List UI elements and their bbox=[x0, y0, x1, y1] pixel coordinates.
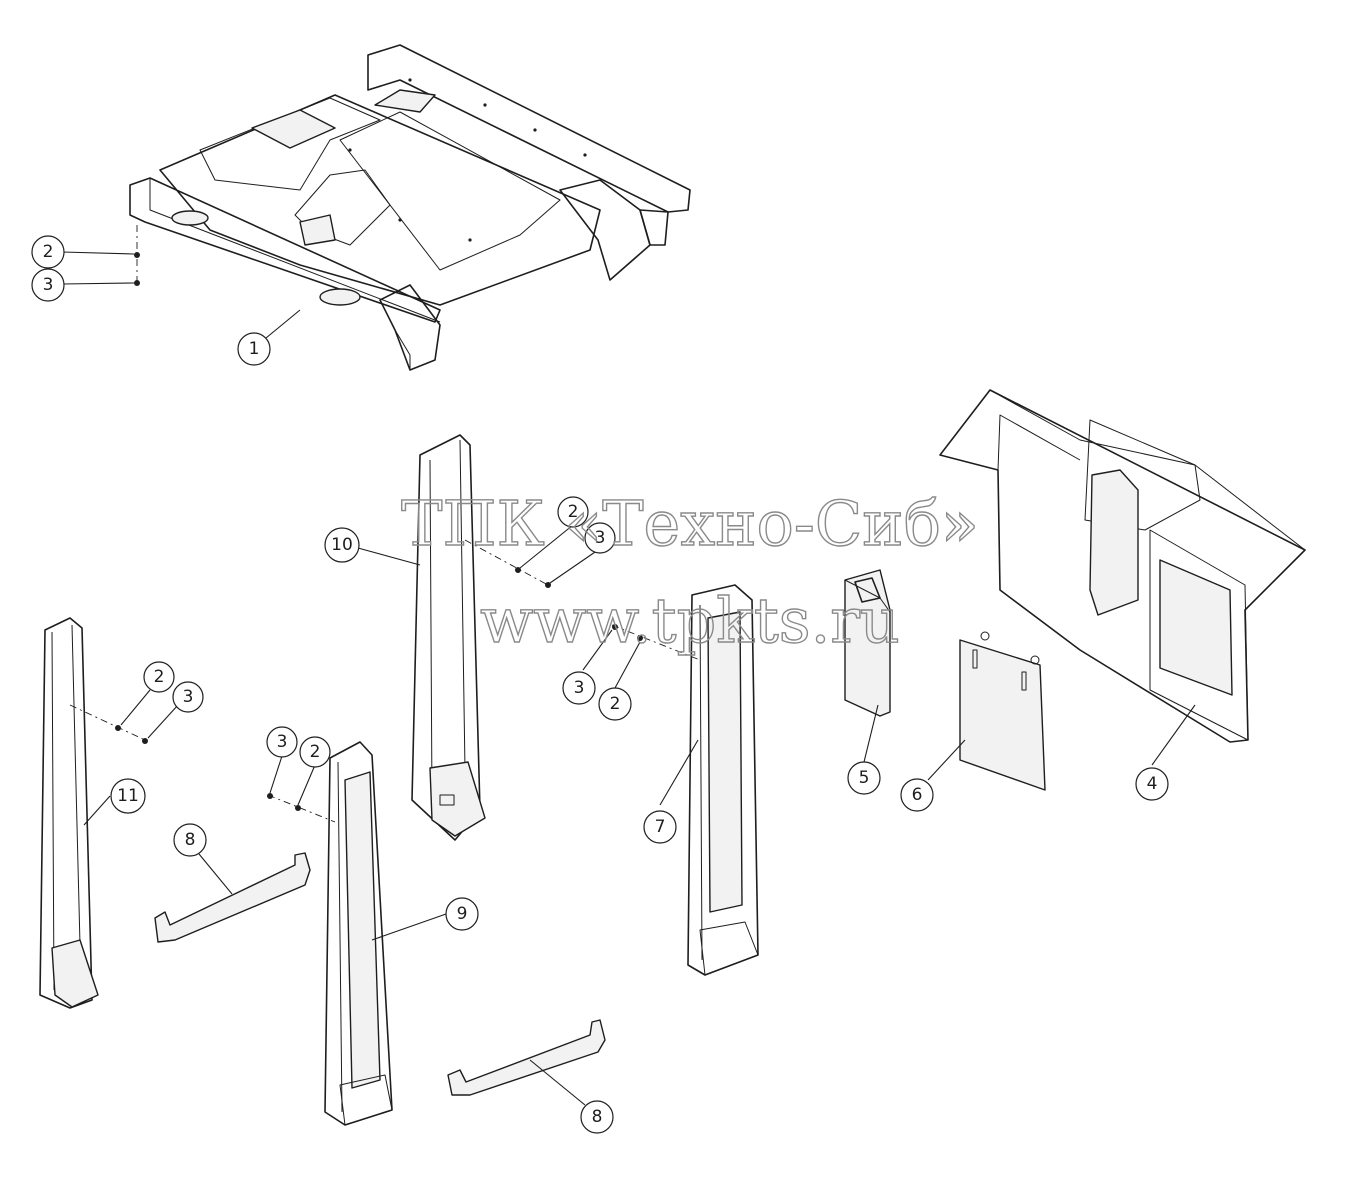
callout-2: 2 bbox=[31, 235, 65, 269]
callout-9: 9 bbox=[445, 897, 479, 931]
callout-10: 10 bbox=[324, 527, 360, 563]
svg-text:2: 2 bbox=[154, 667, 165, 687]
leader-4 bbox=[1151, 704, 1196, 766]
leader-5 bbox=[863, 704, 879, 763]
leader-1 bbox=[265, 309, 301, 339]
callout-2: 2 bbox=[143, 661, 175, 693]
fastener-group-e bbox=[267, 755, 336, 823]
callout-1: 1 bbox=[237, 332, 271, 366]
callout-3: 3 bbox=[172, 681, 204, 713]
svg-text:2: 2 bbox=[610, 694, 621, 714]
callout-6: 6 bbox=[900, 778, 934, 812]
fastener-group-c bbox=[582, 624, 701, 689]
leader-6 bbox=[927, 739, 966, 781]
part-7-pillar bbox=[687, 584, 759, 976]
watermark-company: ТПК «Техно-Сиб» bbox=[401, 487, 979, 560]
leader-11 bbox=[83, 795, 111, 826]
part-10-pillar bbox=[411, 434, 486, 841]
svg-text:8: 8 bbox=[185, 830, 196, 850]
callout-2: 2 bbox=[598, 687, 632, 721]
svg-text:3: 3 bbox=[183, 687, 194, 707]
svg-text:6: 6 bbox=[912, 785, 923, 805]
part-6-hatch-panel bbox=[959, 631, 1046, 791]
leader-9 bbox=[371, 913, 447, 941]
callout-5: 5 bbox=[847, 761, 881, 795]
svg-text:5: 5 bbox=[859, 768, 870, 788]
svg-text:2: 2 bbox=[310, 742, 321, 762]
fastener-group-d bbox=[69, 689, 179, 744]
callout-8: 8 bbox=[580, 1100, 614, 1134]
svg-text:2: 2 bbox=[568, 502, 579, 522]
svg-text:11: 11 bbox=[117, 786, 139, 806]
leader-8a bbox=[198, 853, 233, 895]
part-8-sill-strip-left bbox=[154, 852, 311, 943]
fastener-group-b bbox=[464, 524, 599, 588]
leader-8b bbox=[529, 1059, 586, 1106]
callout-2: 2 bbox=[299, 736, 331, 768]
part-1-roof-panel bbox=[129, 44, 691, 371]
fastener-group-a bbox=[61, 225, 140, 286]
svg-text:10: 10 bbox=[331, 535, 353, 555]
watermark-url: www.tpkts.ru bbox=[480, 584, 900, 657]
part-9-pillar bbox=[324, 741, 393, 1126]
callout-11: 11 bbox=[110, 778, 146, 814]
svg-text:3: 3 bbox=[595, 528, 606, 548]
callout-7: 7 bbox=[643, 810, 677, 844]
svg-text:3: 3 bbox=[574, 678, 585, 698]
part-5-cover-plate bbox=[844, 569, 891, 717]
leader-10 bbox=[357, 547, 421, 566]
callout-3: 3 bbox=[562, 671, 596, 705]
part-4-rear-wall-panel bbox=[939, 389, 1306, 743]
svg-text:9: 9 bbox=[457, 904, 468, 924]
callout-4: 4 bbox=[1135, 767, 1169, 801]
callout-3: 3 bbox=[31, 268, 65, 302]
callout-8: 8 bbox=[173, 823, 207, 857]
svg-text:1: 1 bbox=[249, 339, 260, 359]
svg-text:3: 3 bbox=[43, 275, 54, 295]
callout-2: 2 bbox=[557, 496, 589, 528]
callout-3: 3 bbox=[266, 726, 298, 758]
svg-text:4: 4 bbox=[1147, 774, 1158, 794]
svg-text:7: 7 bbox=[655, 817, 666, 837]
svg-text:2: 2 bbox=[43, 242, 54, 262]
callout-3: 3 bbox=[584, 522, 616, 554]
leader-7 bbox=[659, 739, 699, 806]
part-11-pillar bbox=[39, 617, 99, 1009]
svg-text:3: 3 bbox=[277, 732, 288, 752]
svg-text:8: 8 bbox=[592, 1107, 603, 1127]
part-8-sill-strip-right bbox=[447, 1019, 606, 1096]
